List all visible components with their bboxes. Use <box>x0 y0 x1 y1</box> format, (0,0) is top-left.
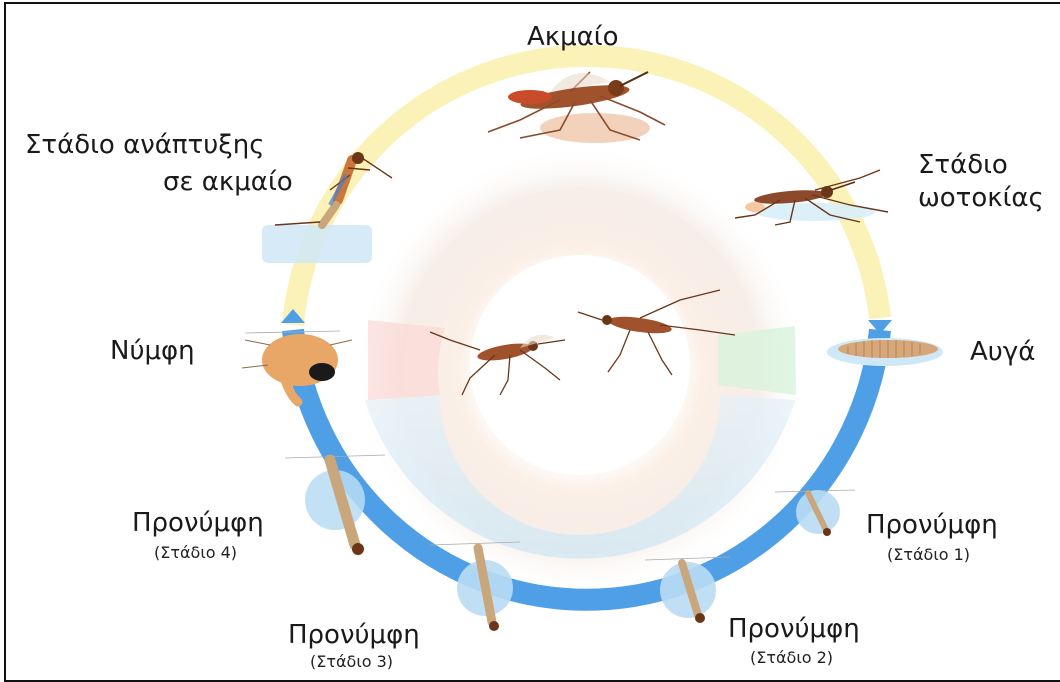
mosquito-laying-icon <box>735 170 888 225</box>
stage-label-pupa: Νύμφη <box>110 336 195 366</box>
mosquito-adult-icon <box>488 72 665 143</box>
stage-label-larva4: Προνύμφη <box>132 508 264 538</box>
stage-label-larva2: Προνύμφη <box>728 614 860 644</box>
stage-sublabel-larva4: (Στάδιο 4) <box>154 543 237 562</box>
stage-label-emergence-line1: Στάδιο ανάπτυξης <box>25 130 264 160</box>
stage-label-oviposition-line2: ωοτοκίας <box>918 183 1044 213</box>
stage-label-larva3: Προνύμφη <box>288 620 420 650</box>
stage-sublabel-larva1: (Στάδιο 1) <box>887 545 970 564</box>
stage-label-oviposition-line1: Στάδιο <box>918 150 1008 180</box>
egg-raft-icon <box>827 338 943 366</box>
stage-label-larva1: Προνύμφη <box>866 510 998 540</box>
stage-sublabel-larva2: (Στάδιο 2) <box>750 648 833 667</box>
stage-label-emergence-line2: σε ακμαίο <box>163 167 293 197</box>
stage-label-eggs: Αυγά <box>970 337 1035 367</box>
center-shading <box>355 145 805 595</box>
stage-sublabel-larva3: (Στάδιο 3) <box>310 652 393 671</box>
stage-label-adult: Ακμαίο <box>527 22 619 52</box>
